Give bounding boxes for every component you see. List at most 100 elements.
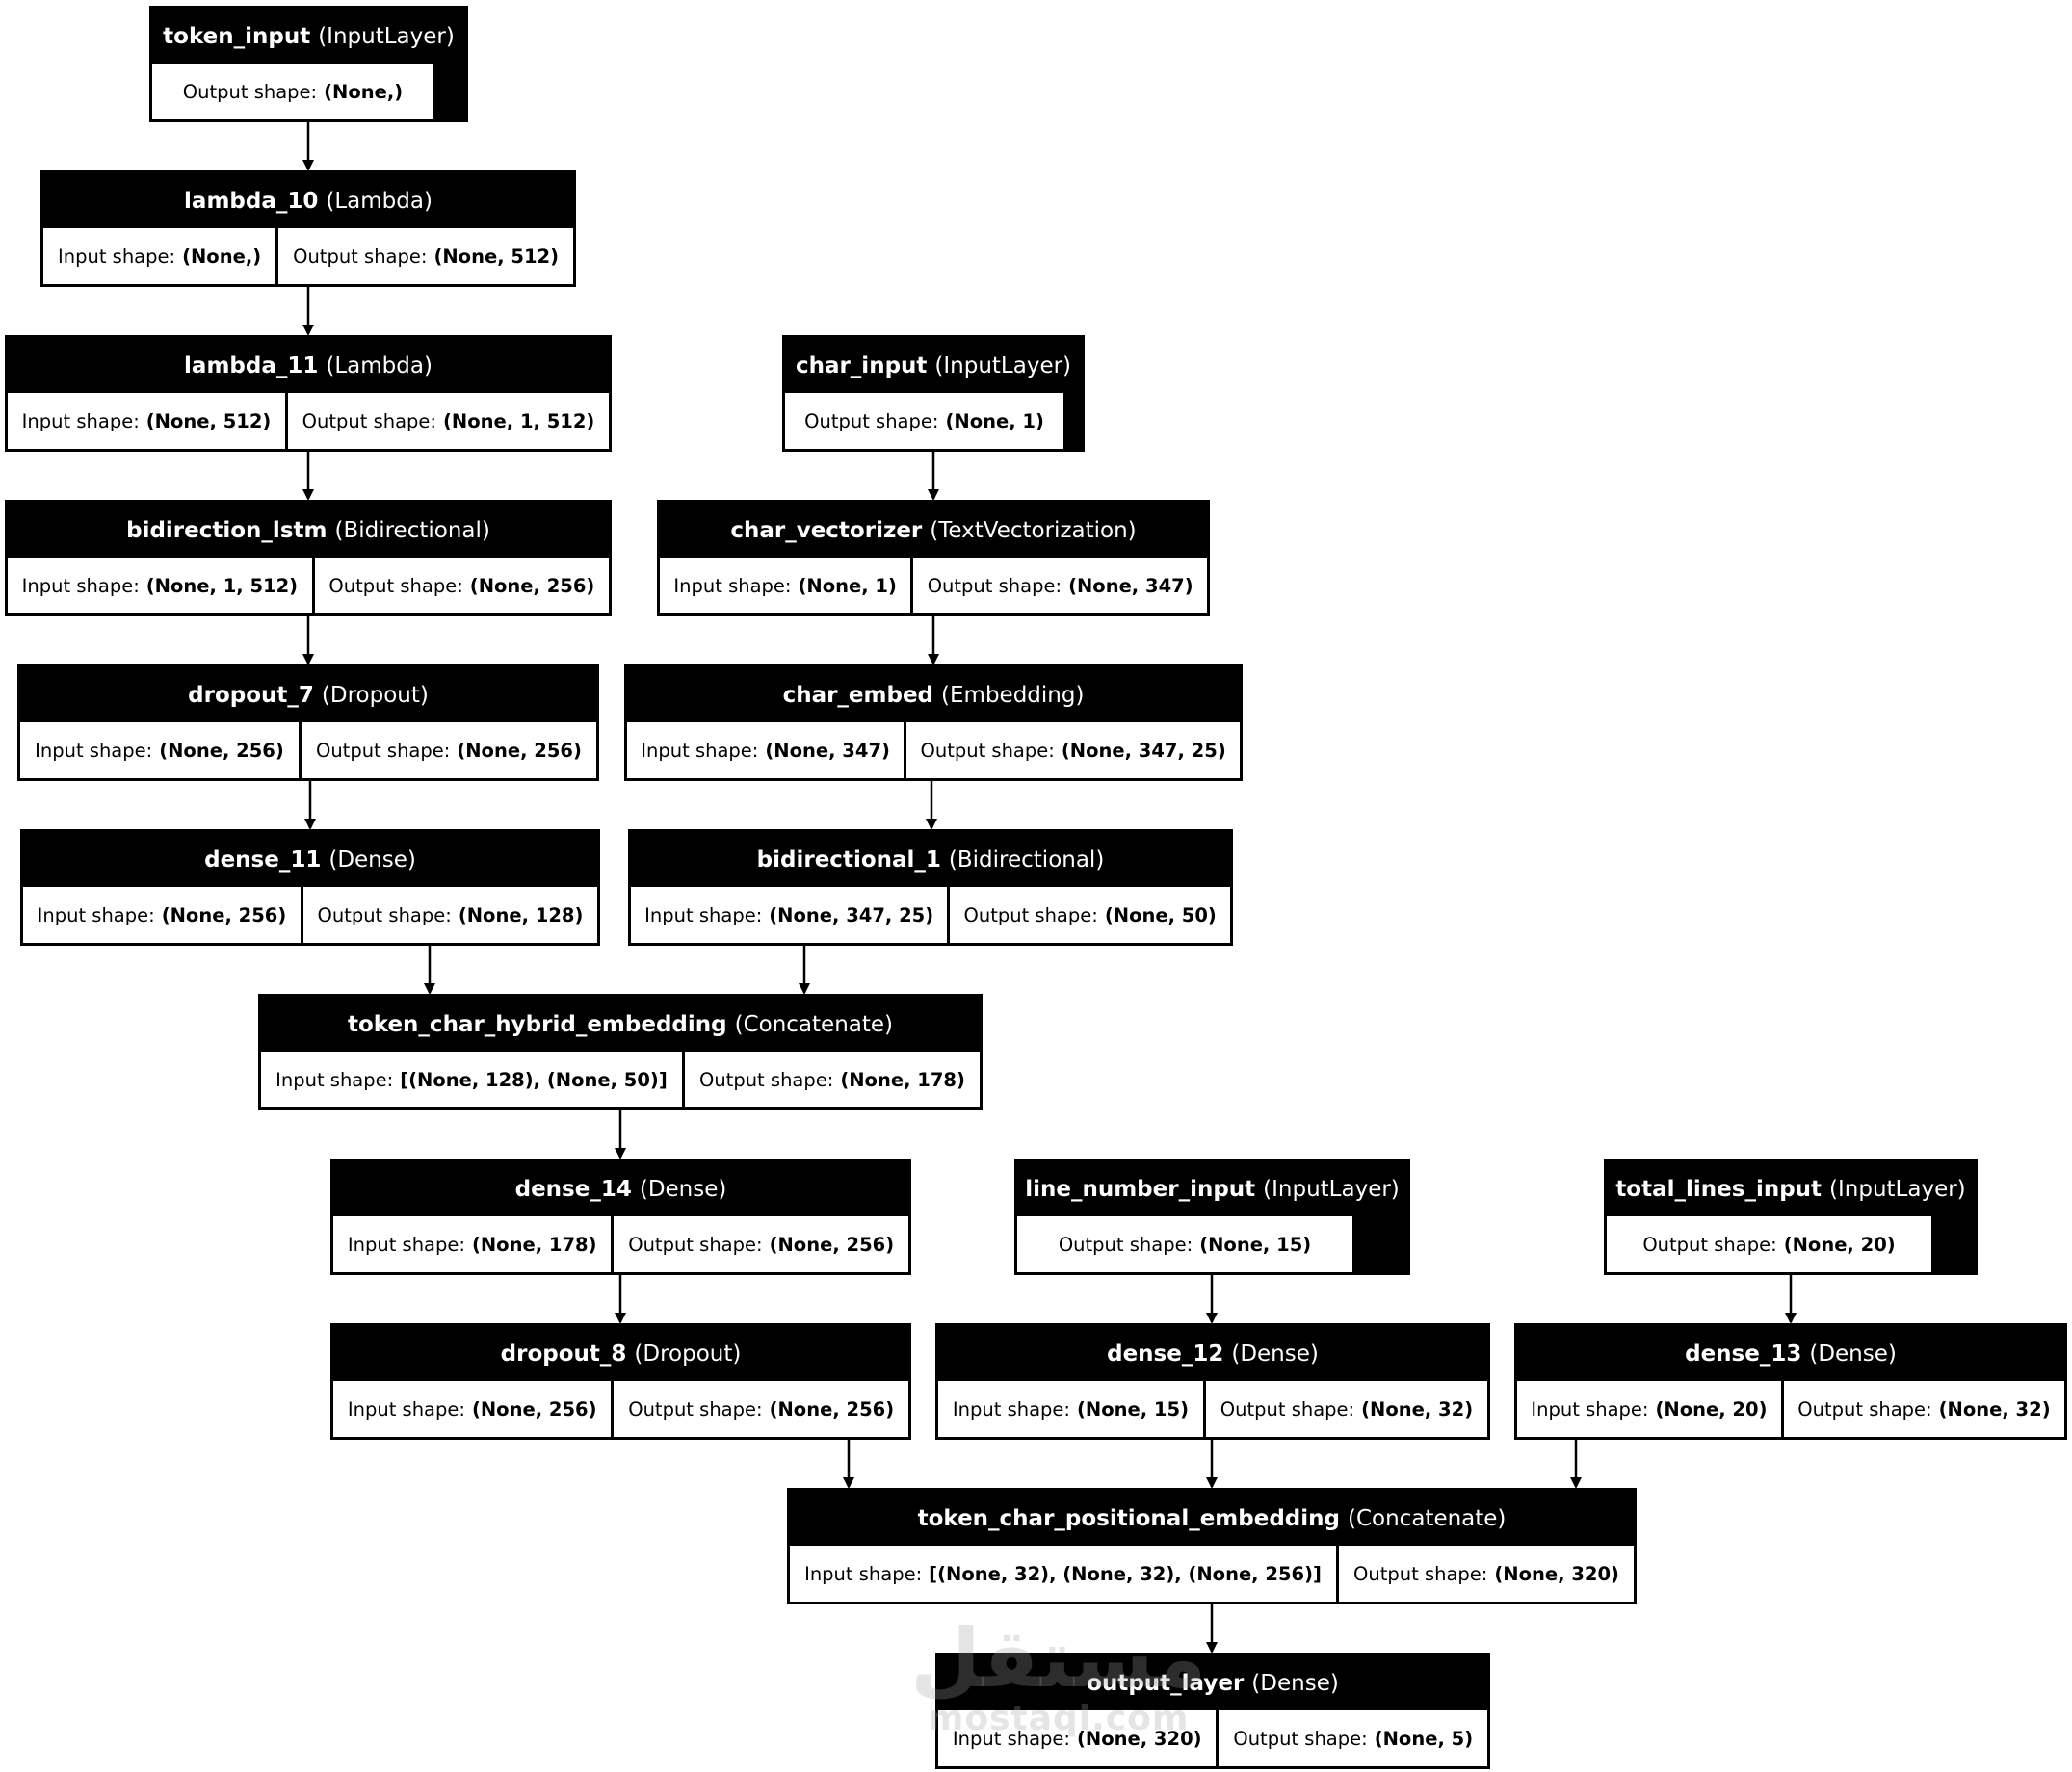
output-shape-value: (None, 320) bbox=[1494, 1562, 1619, 1585]
input-shape-label: Input shape: bbox=[21, 409, 140, 432]
layer-name: token_char_positional_embedding bbox=[917, 1505, 1340, 1531]
output-shape-cell: Output shape:(None, 256) bbox=[614, 1216, 908, 1272]
output-shape-label: Output shape: bbox=[927, 574, 1062, 597]
layer-shapes: Input shape:(None, 15)Output shape:(None… bbox=[938, 1381, 1487, 1437]
output-shape-label: Output shape: bbox=[1220, 1397, 1355, 1420]
output-shape-value: (None, 347) bbox=[1068, 574, 1193, 597]
output-shape-value: (None, 347, 25) bbox=[1061, 739, 1226, 762]
layer-title: output_layer(Dense) bbox=[938, 1655, 1487, 1710]
input-shape-value: [(None, 128), (None, 50)] bbox=[400, 1068, 668, 1091]
layer-node-token-input: token_input(InputLayer)Output shape:(Non… bbox=[149, 6, 468, 122]
layer-title: bidirectional_1(Bidirectional) bbox=[631, 832, 1230, 887]
output-shape-value: (None, 1) bbox=[945, 409, 1044, 432]
output-shape-label: Output shape: bbox=[317, 903, 452, 926]
layer-name: dense_12 bbox=[1107, 1341, 1224, 1367]
layer-title: token_char_positional_embedding(Concaten… bbox=[790, 1491, 1634, 1546]
layer-node-dense-14: dense_14(Dense)Input shape:(None, 178)Ou… bbox=[330, 1159, 911, 1275]
layer-name: output_layer bbox=[1087, 1670, 1245, 1696]
output-shape-cell: Output shape: (None, 256) bbox=[301, 722, 596, 778]
input-shape-cell: Input shape: [(None, 32), (None, 32), (No… bbox=[790, 1546, 1336, 1602]
input-shape-label: Input shape: bbox=[804, 1562, 923, 1585]
layer-name: dropout_7 bbox=[188, 682, 314, 708]
input-shape-value: (None, 256) bbox=[159, 739, 284, 762]
layer-shapes: Input shape:(None, 20)Output shape:(None… bbox=[1517, 1381, 2064, 1437]
output-shape-value: (None, 15) bbox=[1199, 1233, 1312, 1256]
output-shape-cell: Output shape: (None, 20) bbox=[1607, 1216, 1931, 1272]
output-shape-cell: Output shape:(None, 512) bbox=[278, 228, 573, 284]
layer-type: (Dense) bbox=[1809, 1341, 1897, 1367]
input-shape-value: (None, 256) bbox=[471, 1397, 597, 1420]
input-shape-label: Input shape: bbox=[641, 739, 759, 762]
layer-node-lambda-11: lambda_11(Lambda)Input shape:(None, 512)… bbox=[5, 335, 612, 452]
input-shape-value: [(None, 32), (None, 32), (None, 256)] bbox=[929, 1562, 1322, 1585]
output-shape-cell: Output shape: (None, 178) bbox=[684, 1052, 980, 1108]
layer-shapes: Output shape:(None, 1) bbox=[785, 393, 1082, 449]
layer-title: dropout_8(Dropout) bbox=[333, 1326, 908, 1381]
output-shape-label: Output shape: bbox=[1233, 1727, 1368, 1750]
output-shape-cell: Output shape:(None, 32) bbox=[1205, 1381, 1487, 1437]
output-shape-value: (None, 178) bbox=[840, 1068, 965, 1091]
layer-node-char-vectorizer: char_vectorizer(TextVectorization)Input … bbox=[657, 500, 1210, 616]
output-shape-label: Output shape: bbox=[628, 1397, 763, 1420]
layer-node-total-lines-input: total_lines_input(InputLayer)Output shap… bbox=[1604, 1159, 1978, 1275]
output-shape-label: Output shape: bbox=[963, 903, 1098, 926]
layer-name: total_lines_input bbox=[1615, 1176, 1823, 1202]
layer-shapes: Input shape: [(None, 128), (None, 50)] Out… bbox=[261, 1052, 980, 1108]
output-shape-value: (None, 50) bbox=[1104, 903, 1217, 926]
input-shape-cell: Input shape:(None, 256) bbox=[333, 1381, 612, 1437]
layer-shapes: Input shape:(None, 178)Output shape:(Non… bbox=[333, 1216, 908, 1272]
layer-title: line_number_input(InputLayer) bbox=[1017, 1161, 1407, 1216]
output-shape-cell: Output shape:(None, 15) bbox=[1017, 1216, 1352, 1272]
output-shape-label: Output shape: bbox=[328, 574, 463, 597]
layer-type: (InputLayer) bbox=[318, 23, 455, 49]
layer-type: (Lambda) bbox=[326, 188, 433, 214]
output-shape-value: (None, 5) bbox=[1374, 1727, 1474, 1750]
input-shape-cell: Input shape:(None, 1) bbox=[660, 558, 911, 613]
layer-name: token_input bbox=[163, 23, 311, 49]
output-shape-value: (None, 256) bbox=[457, 739, 582, 762]
input-shape-cell: Input shape:(None, 1, 512) bbox=[8, 558, 312, 613]
input-shape-label: Input shape: bbox=[673, 574, 792, 597]
output-shape-label: Output shape: bbox=[698, 1068, 834, 1091]
layer-shapes: Input shape:(None, 1, 512) Output shape: (… bbox=[8, 558, 610, 613]
input-shape-value: (None, 256) bbox=[161, 903, 287, 926]
output-shape-cell: Output shape:(None, 32) bbox=[1783, 1381, 2064, 1437]
input-shape-label: Input shape: bbox=[952, 1397, 1070, 1420]
layer-title: char_embed(Embedding) bbox=[627, 667, 1240, 722]
layer-node-lambda-10: lambda_10(Lambda)Input shape:(None,)Outp… bbox=[40, 170, 576, 287]
output-shape-label: Output shape: bbox=[293, 245, 428, 268]
layer-type: (Embedding) bbox=[941, 682, 1085, 708]
output-shape-label: Output shape: bbox=[315, 739, 451, 762]
layer-node-dense-12: dense_12(Dense)Input shape:(None, 15)Out… bbox=[935, 1323, 1490, 1440]
layer-node-dense-11: dense_11(Dense)Input shape:(None, 256)Ou… bbox=[20, 829, 600, 946]
layer-title: lambda_11(Lambda) bbox=[8, 338, 609, 393]
layer-shapes: Input shape:(None,)Output shape:(None, 5… bbox=[43, 228, 573, 284]
layer-title: dense_12(Dense) bbox=[938, 1326, 1487, 1381]
layer-title: token_char_hybrid_embedding(Concatenate) bbox=[261, 997, 980, 1052]
output-shape-cell: Output shape: (None, 347) bbox=[913, 558, 1208, 613]
output-shape-label: Output shape: bbox=[1642, 1233, 1777, 1256]
layer-name: dropout_8 bbox=[500, 1341, 627, 1367]
input-shape-value: (None, 1, 512) bbox=[145, 574, 299, 597]
input-shape-label: Input shape: bbox=[275, 1068, 394, 1091]
layer-shapes: Input shape:(None, 320)Output shape:(Non… bbox=[938, 1710, 1488, 1766]
layer-node-bidirectional-1: bidirectional_1(Bidirectional)Input shap… bbox=[628, 829, 1233, 946]
layer-type: (Dense) bbox=[639, 1176, 727, 1202]
output-shape-label: Output shape: bbox=[302, 409, 437, 432]
layer-node-token-char-hybrid-embedding: token_char_hybrid_embedding(Concatenate)… bbox=[258, 994, 983, 1110]
layer-shapes: Output shape:(None, 15) bbox=[1017, 1216, 1407, 1272]
layer-title: char_input(InputLayer) bbox=[785, 338, 1082, 393]
output-shape-cell: Output shape:(None, 320) bbox=[1338, 1546, 1635, 1602]
layer-shapes: Input shape: [(None, 32), (None, 32), (No… bbox=[790, 1546, 1635, 1602]
output-shape-cell: Output shape: (None, 347, 25) bbox=[906, 722, 1241, 778]
output-shape-value: (None, 32) bbox=[1938, 1397, 2051, 1420]
output-shape-value: (None, 20) bbox=[1783, 1233, 1896, 1256]
output-shape-label: Output shape: bbox=[628, 1233, 763, 1256]
layer-name: dense_11 bbox=[204, 847, 322, 873]
layer-title: dense_14(Dense) bbox=[333, 1161, 908, 1216]
layer-node-line-number-input: line_number_input(InputLayer)Output shap… bbox=[1014, 1159, 1410, 1275]
layer-type: (Concatenate) bbox=[734, 1011, 894, 1037]
output-shape-value: (None, 128) bbox=[458, 903, 584, 926]
output-shape-label: Output shape: bbox=[920, 739, 1055, 762]
